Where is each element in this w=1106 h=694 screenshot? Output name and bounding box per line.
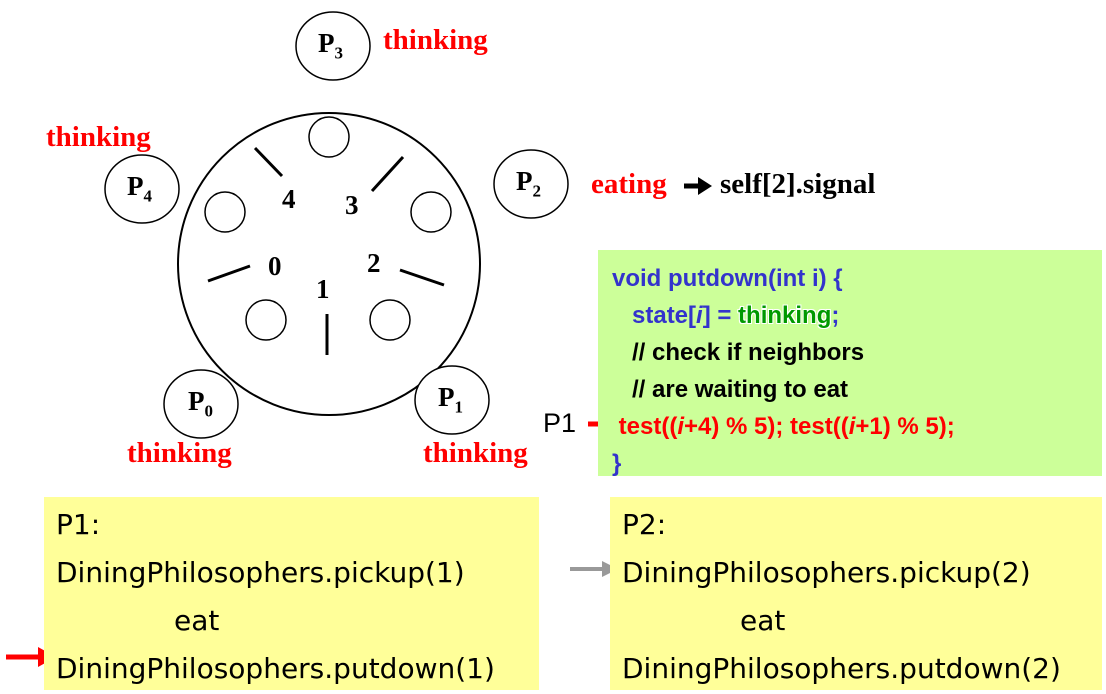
philosopher-4-label: P4 bbox=[127, 171, 152, 206]
philosopher-4 bbox=[104, 154, 180, 224]
chopstick-label-2: 2 bbox=[367, 248, 381, 278]
p1-pickup-line: DiningPhilosophers.pickup(1) bbox=[56, 556, 465, 589]
philosopher-4-state: thinking bbox=[46, 121, 151, 153]
chopstick-0 bbox=[207, 264, 251, 283]
philosopher-0-label: P0 bbox=[188, 386, 213, 421]
philosopher-0 bbox=[163, 369, 239, 439]
plate-1 bbox=[369, 299, 411, 341]
p2-putdown-line: DiningPhilosophers.putdown(2) bbox=[622, 652, 1061, 685]
p2-pickup-line: DiningPhilosophers.pickup(2) bbox=[622, 556, 1031, 589]
chopstick-label-4: 4 bbox=[282, 184, 296, 214]
plate-4 bbox=[204, 191, 246, 233]
philosopher-2 bbox=[493, 149, 569, 219]
chopstick-2 bbox=[399, 268, 445, 287]
code-line-comment-1: // check if neighbors bbox=[612, 339, 865, 366]
plate-3 bbox=[308, 116, 350, 158]
table bbox=[177, 112, 481, 416]
p2-process-box: P2: DiningPhilosophers.pickup(2) eat Din… bbox=[610, 497, 1102, 690]
p2-title: P2: bbox=[622, 508, 667, 541]
code-line-state: state[i] = thinking; bbox=[612, 302, 840, 329]
p2-eat-line: eat bbox=[740, 604, 786, 637]
plate-2 bbox=[410, 191, 452, 233]
p2-signal-text: self[2].signal bbox=[720, 168, 876, 200]
code-line-comment-2: // are waiting to eat bbox=[612, 376, 849, 403]
philosopher-3 bbox=[295, 11, 371, 81]
chopstick-3 bbox=[370, 155, 405, 193]
p1-process-box: P1: DiningPhilosophers.pickup(1) eat Din… bbox=[44, 497, 539, 690]
plate-0 bbox=[245, 299, 287, 341]
code-pointer-label: P1 bbox=[543, 408, 577, 438]
putdown-code-box: void putdown(int i) { state[i] = thinkin… bbox=[598, 250, 1102, 477]
p1-eat-line: eat bbox=[174, 604, 220, 637]
code-line-close: } bbox=[612, 450, 622, 477]
philosopher-2-state: eating bbox=[591, 168, 667, 200]
chopstick-label-0: 0 bbox=[268, 251, 282, 281]
code-line-signature: void putdown(int i) { bbox=[612, 265, 843, 292]
code-line-test: test((i+4) % 5); test((i+1) % 5); bbox=[612, 413, 955, 440]
chopstick-label-1: 1 bbox=[316, 274, 330, 304]
philosopher-1 bbox=[414, 365, 490, 435]
philosopher-1-label: P1 bbox=[438, 382, 463, 417]
p1-putdown-line: DiningPhilosophers.putdown(1) bbox=[56, 652, 495, 685]
philosopher-3-state: thinking bbox=[383, 24, 488, 56]
philosopher-0-state: thinking bbox=[127, 437, 232, 469]
chopstick-label-3: 3 bbox=[345, 190, 359, 220]
p1-title: P1: bbox=[56, 508, 101, 541]
chopstick-4 bbox=[253, 146, 284, 178]
philosopher-1-state: thinking bbox=[423, 437, 528, 469]
signal-arrow-icon bbox=[684, 177, 712, 195]
philosopher-2-label: P2 bbox=[516, 166, 541, 201]
philosopher-3-label: P3 bbox=[318, 28, 343, 63]
